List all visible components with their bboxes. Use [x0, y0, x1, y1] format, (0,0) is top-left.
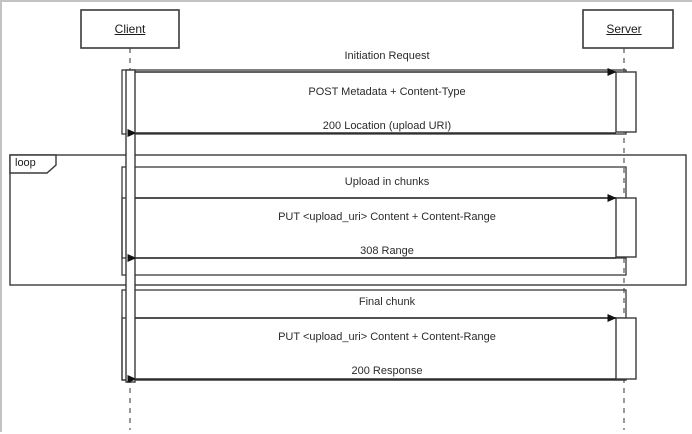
message-label-post-metadata: POST Metadata + Content-Type [308, 86, 466, 98]
fragment-loop-label: loop [15, 157, 36, 169]
message-label-put-chunk: PUT <upload_uri> Content + Content-Range [278, 211, 496, 223]
message-label-put-final: PUT <upload_uri> Content + Content-Range [278, 331, 496, 343]
message-label-308-range: 308 Range [360, 245, 414, 257]
actor-box-client [80, 9, 180, 49]
activation-bar-server-1 [615, 71, 637, 133]
message-label-200-response: 200 Response [351, 365, 423, 377]
activation-bar-client [125, 69, 136, 383]
group-label-final-chunk: Final chunk [358, 296, 416, 308]
fragment-loop-frame [9, 154, 687, 286]
fragment-loop-tab [9, 154, 57, 174]
actor-label-server: Server [606, 22, 642, 36]
group-label-initiation-request: Initiation Request [344, 50, 430, 62]
actor-box-server [582, 9, 674, 49]
actor-label-client: Client [114, 22, 146, 36]
activation-bar-server-3 [615, 317, 637, 380]
group-label-upload-in-chunks: Upload in chunks [344, 176, 430, 188]
activation-bar-server-2 [615, 197, 637, 258]
message-label-200-location: 200 Location (upload URI) [322, 120, 452, 132]
